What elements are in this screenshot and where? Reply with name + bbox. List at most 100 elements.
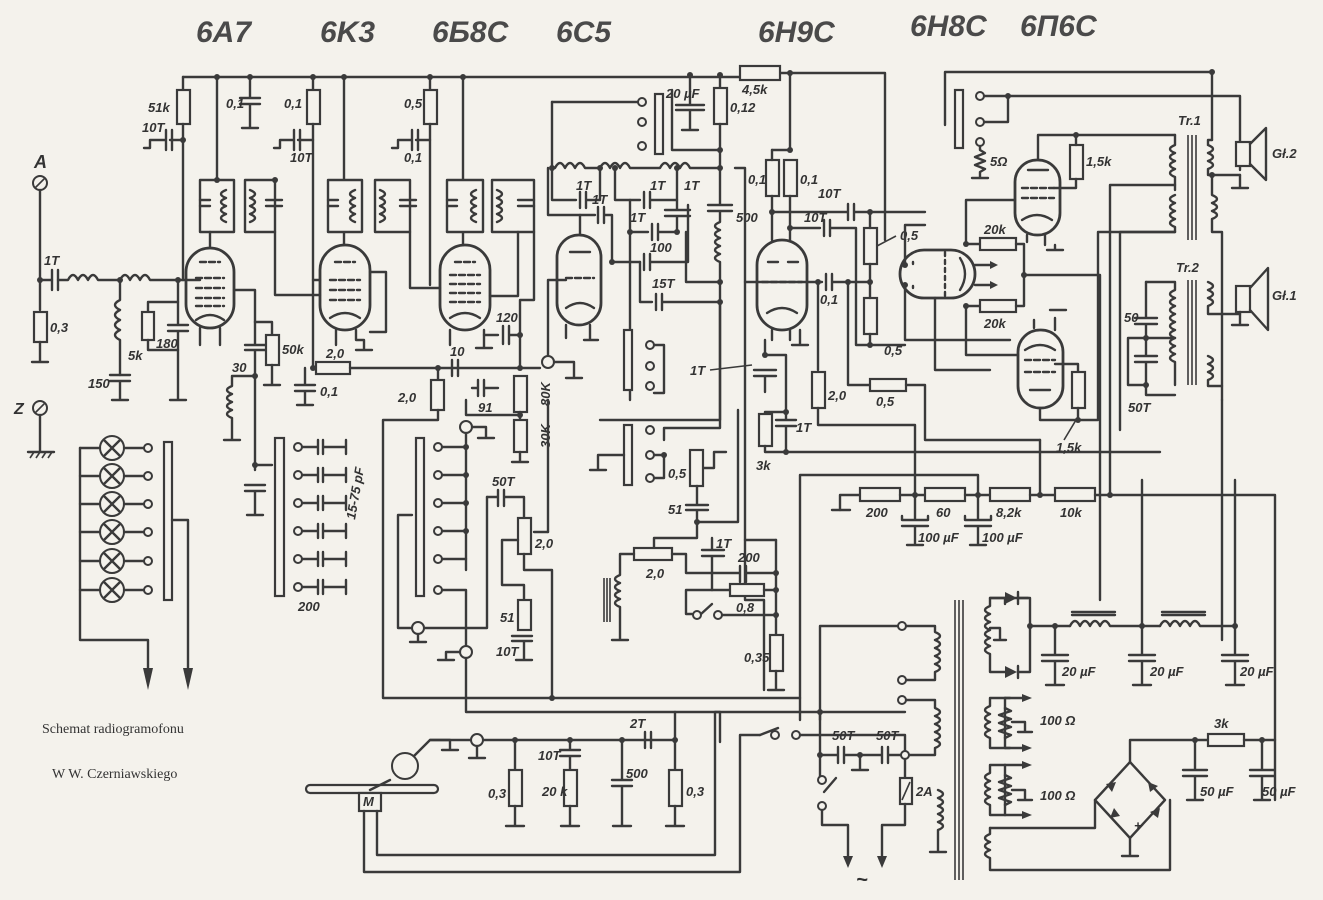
resistor-0-5-b — [862, 296, 879, 336]
resistor-10k — [1053, 486, 1097, 503]
resistor-0-5-c — [868, 377, 908, 393]
tube-labels: 6A7 6K3 6Б8С 6С5 6Н9С 6Н8С 6П6С — [196, 10, 1098, 49]
resistor-8-2k — [988, 486, 1032, 503]
wave-switch-1[interactable] — [273, 436, 286, 598]
resistor-2-0-b — [429, 378, 446, 412]
svg-text:91: 91 — [478, 400, 492, 415]
svg-text:150: 150 — [88, 376, 110, 391]
potentiometer-2-0[interactable] — [516, 516, 533, 556]
svg-text:0,5: 0,5 — [668, 466, 687, 481]
svg-text:0,3: 0,3 — [686, 784, 705, 799]
svg-text:0,1: 0,1 — [748, 172, 766, 187]
tube-label-6a7: 6A7 — [196, 16, 252, 49]
resistor-4-5k — [738, 64, 782, 82]
tube-6c5: 1T 1T 1T 1T 1T 100 15T 500 20 µF 0,12 4,… — [541, 73, 768, 692]
switch-osc-2[interactable] — [622, 328, 634, 392]
svg-text:10T: 10T — [290, 150, 313, 165]
power-supply: 50T 50T 2A ~ 20 µF 20 µF 2 — [758, 478, 1297, 891]
divider-chain: 200 60 8,2k 10k 100 µF 100 µF — [798, 438, 1277, 802]
svg-text:10k: 10k — [1060, 505, 1082, 520]
resistor-20k-a — [978, 236, 1018, 252]
svg-text:10T: 10T — [538, 748, 561, 763]
resistor-0-8 — [728, 582, 766, 598]
svg-text:200: 200 — [865, 505, 888, 520]
svg-text:1T: 1T — [650, 178, 666, 193]
resistor-3k — [757, 412, 774, 448]
tube-label-6c5: 6С5 — [556, 16, 612, 49]
resistor-80k — [512, 374, 529, 414]
svg-text:50T: 50T — [832, 728, 855, 743]
resistor-60 — [923, 486, 967, 503]
output-transformers: Tr.1 Gł.2 Tr.2 Gł.1 50 50T — [1108, 113, 1297, 642]
dial-lamps — [78, 435, 193, 690]
svg-text:8,2k: 8,2k — [996, 505, 1022, 520]
speaker-2-label: Gł.2 — [1272, 146, 1297, 161]
resistor-0-1-6k3 — [305, 88, 322, 126]
svg-text:100 Ω: 100 Ω — [1040, 713, 1075, 728]
svg-text:2,0: 2,0 — [397, 390, 417, 405]
svg-text:2,0: 2,0 — [827, 388, 847, 403]
svg-text:1T: 1T — [576, 178, 592, 193]
tube-envelope-6h9c — [755, 238, 809, 332]
tube-6h9c: 0,1 0,1 10T 10T 0,5 0,1 0,5 0,5 2,0 1T — [690, 71, 1162, 497]
tube-label-6b8c: 6Б8С — [432, 16, 510, 49]
potentiometer-0-5[interactable] — [688, 448, 705, 488]
resistor-30k — [512, 418, 529, 454]
svg-text:15T: 15T — [652, 276, 675, 291]
svg-text:50 µF: 50 µF — [1262, 784, 1297, 799]
svg-text:1T: 1T — [796, 420, 812, 435]
svg-text:2A: 2A — [915, 784, 933, 799]
resistor-3k-psu — [1206, 732, 1246, 748]
resistor-0-1-b — [782, 158, 799, 198]
svg-text:50T: 50T — [876, 728, 899, 743]
resistor-200 — [858, 486, 902, 503]
resistor-0-3 — [32, 310, 49, 344]
svg-text:200: 200 — [297, 599, 320, 614]
svg-text:2,0: 2,0 — [325, 346, 345, 361]
svg-text:+: + — [1134, 818, 1142, 833]
resistor-20k-b — [978, 298, 1018, 314]
svg-text:30: 30 — [232, 360, 247, 375]
tube-envelope-6k3 — [318, 243, 372, 332]
svg-text:10: 10 — [450, 344, 465, 359]
svg-text:0,5: 0,5 — [404, 96, 423, 111]
svg-text:0,1: 0,1 — [820, 292, 838, 307]
svg-text:1,5k: 1,5k — [1056, 440, 1082, 455]
speaker-switch[interactable] — [953, 88, 965, 150]
switch-osc[interactable] — [653, 92, 665, 156]
svg-text:0,3: 0,3 — [50, 320, 69, 335]
svg-text:0,3: 0,3 — [488, 786, 507, 801]
resistor-5k — [140, 310, 156, 342]
svg-text:1T: 1T — [684, 178, 700, 193]
svg-text:3k: 3k — [756, 458, 771, 473]
tube-label-6h8c: 6Н8С — [910, 10, 988, 43]
svg-text:5k: 5k — [128, 348, 143, 363]
svg-text:1T: 1T — [44, 253, 60, 268]
svg-text:100 µF: 100 µF — [982, 530, 1024, 545]
antenna-input: A 1T 0,3 150 5k 180 Z — [13, 152, 202, 459]
resistor-0-5-6b8c — [422, 88, 439, 126]
svg-text:Tr.1: Tr.1 — [1178, 113, 1201, 128]
wave-switch-2[interactable] — [414, 436, 426, 598]
volume-network: 0,5 51 2,0 1T 200 0,8 0,35 — [603, 408, 786, 692]
svg-text:10T: 10T — [804, 210, 827, 225]
svg-text:4,5k: 4,5k — [741, 82, 768, 97]
lamp-switch[interactable] — [162, 440, 174, 602]
mains-ac-symbol: ~ — [856, 869, 868, 891]
svg-text:2,0: 2,0 — [645, 566, 665, 581]
svg-text:0,12: 0,12 — [730, 100, 756, 115]
antenna-label: A — [33, 152, 47, 172]
svg-text:100: 100 — [650, 240, 672, 255]
waveband-switch-2: 50T 2,0 51 10T — [396, 398, 722, 744]
resistor-2-0-c — [810, 370, 827, 410]
ground-label: Z — [13, 401, 25, 418]
resistor-pickup-0-3-b — [667, 768, 684, 808]
tube-label-6h9c: 6Н9С — [758, 16, 836, 49]
resistor-51k — [175, 88, 192, 126]
svg-text:50: 50 — [1124, 310, 1139, 325]
svg-text:2,0: 2,0 — [534, 536, 554, 551]
svg-text:60: 60 — [936, 505, 951, 520]
svg-text:51: 51 — [500, 610, 514, 625]
potentiometer-2-0-b[interactable] — [632, 546, 674, 562]
